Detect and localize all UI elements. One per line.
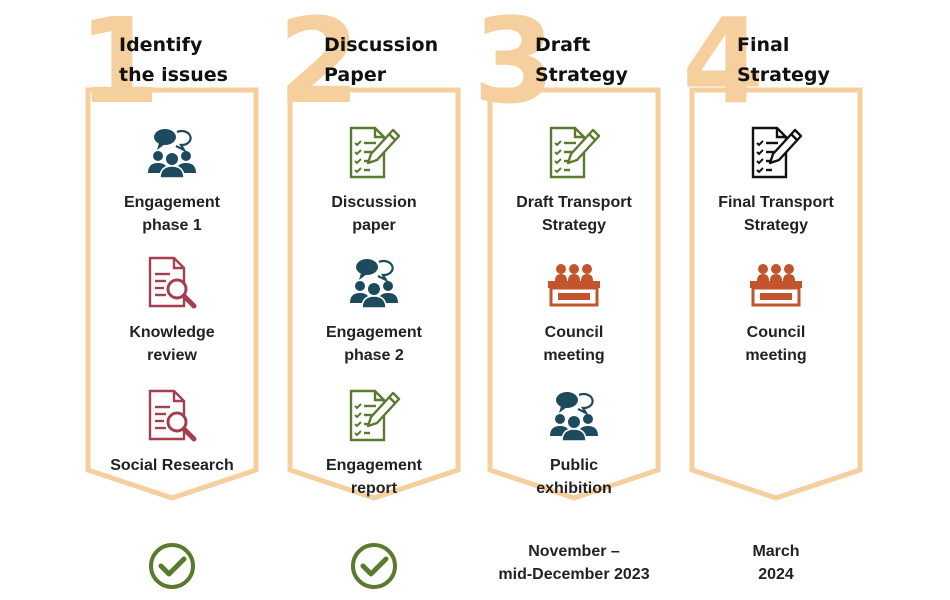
stage-item: Engagement phase 2 — [286, 255, 462, 367]
checklist-pen-icon — [349, 126, 401, 179]
stage-title-line1: Discussion — [324, 34, 439, 56]
stage-item: Council meeting — [486, 255, 662, 367]
stage-number: 3 — [473, 0, 556, 130]
stage-title-line1: Identify — [119, 34, 203, 56]
stage-item: Final Transport Strategy — [688, 125, 864, 237]
document-search-icon — [148, 389, 197, 442]
stage-item: Draft Transport Strategy — [486, 125, 662, 237]
stage-item: Council meeting — [688, 255, 864, 367]
checklist-pen-icon — [349, 389, 401, 442]
stage-title-line1: Final — [737, 34, 790, 56]
stage-title-line1: Draft — [535, 34, 591, 56]
stage-number: 4 — [682, 0, 765, 130]
stage-item: Engagement phase 1 — [84, 125, 260, 237]
stage-item-label: Engagement phase 2 — [325, 324, 422, 364]
council-meeting-icon — [750, 264, 802, 307]
stage-item-label: Final Transport Strategy — [718, 194, 834, 234]
checklist-pen-icon — [549, 126, 601, 179]
stage-item: Public exhibition — [486, 388, 662, 500]
checklist-pen-black-icon — [751, 126, 803, 179]
stage-item-label: Discussion paper — [331, 194, 417, 234]
check-circle-icon — [351, 543, 397, 589]
stage-item: Social Research — [84, 388, 260, 477]
stage-date-status: March 2024 — [752, 543, 800, 583]
stage-number: 1 — [78, 0, 161, 130]
stage-number: 2 — [278, 0, 361, 130]
stage-item-label: Draft Transport Strategy — [516, 194, 632, 234]
stage-item: Discussion paper — [286, 125, 462, 237]
stage-item: Knowledge review — [84, 255, 260, 367]
stage-complete-status — [258, 542, 490, 597]
stage-item-label: Council meeting — [745, 324, 807, 364]
people-discussion-icon — [350, 259, 398, 309]
stage-item-label: Council meeting — [543, 324, 605, 364]
stage-item: Engagement report — [286, 388, 462, 500]
stage-item-label: Social Research — [110, 457, 234, 474]
stage-title-line2: Paper — [324, 64, 387, 86]
stage-item-label: Public exhibition — [536, 457, 612, 497]
document-search-icon — [148, 256, 197, 309]
stage-date-status: November – mid-December 2023 — [498, 543, 650, 583]
people-discussion-icon — [550, 392, 598, 442]
stage-title-line2: Strategy — [737, 64, 830, 86]
stage-title-line2: Strategy — [535, 64, 628, 86]
council-meeting-icon — [548, 264, 600, 307]
stage-complete-status — [56, 542, 288, 597]
people-discussion-icon — [148, 129, 196, 179]
stage-title-line2: the issues — [119, 64, 228, 86]
stage-item-label: Knowledge review — [129, 324, 215, 364]
stage-item-label: Engagement phase 1 — [123, 194, 220, 234]
stage-title: Identify the issues — [119, 30, 228, 90]
stage-item-label: Engagement report — [325, 457, 422, 497]
check-circle-icon — [149, 543, 195, 589]
